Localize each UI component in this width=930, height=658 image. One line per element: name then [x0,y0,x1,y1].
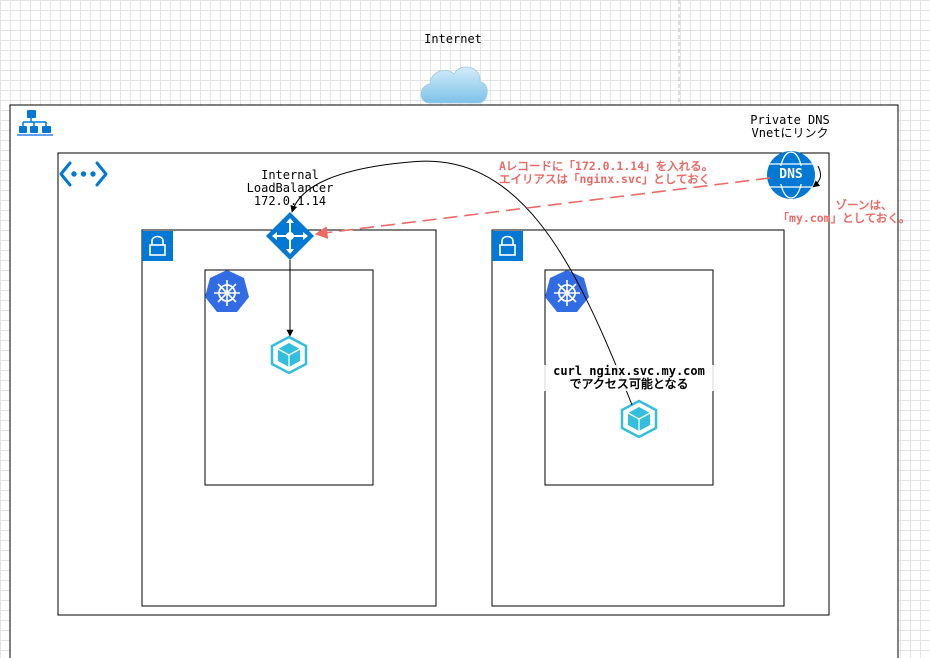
subnet-lock-icon [142,231,173,261]
curl-access-label-line2: でアクセス可能となる [569,377,689,391]
virtual-network-icon [59,161,108,187]
curl-access-label-line1: curl nginx.svc.my.com [553,364,705,378]
dns-zone-icon [767,151,815,199]
zone-annotation: ゾーンは、 「my.com」としておく。 [760,199,928,225]
internet-label: Internet [424,32,482,46]
private-dns-label-line2: Vnetにリンク [751,126,829,140]
load-balancer-icon [266,212,314,260]
a-record-annotation-line2: エイリアスは「nginx.svc」としておく [499,172,711,186]
curl-request-arrow [290,160,633,406]
subnet-lock-icon [492,231,523,261]
zone-pointer-arrow [812,165,822,188]
curl-access-label: curl nginx.svc.my.com でアクセス可能となる [543,365,715,391]
kubernetes-icon [205,270,249,312]
kubernetes-icon [545,270,589,312]
internal-lb-label: Internal LoadBalancer 172.0.1.14 [228,169,352,208]
internal-lb-label-line3: 172.0.1.14 [253,194,327,208]
a-record-annotation: Aレコードに「172.0.1.14」を入れる。 エイリアスは「nginx.svc… [499,160,713,186]
cloud-icon [420,66,488,104]
a-record-annotation-line1: Aレコードに「172.0.1.14」を入れる。 [499,159,714,173]
container-instance-icon [620,399,658,439]
management-group-icon [17,110,53,136]
internal-lb-label-line1: Internal [261,168,319,182]
private-dns-label-line1: Private DNS [750,113,830,127]
internal-lb-label-line2: LoadBalancer [246,181,334,195]
zone-annotation-line2: 「my.com」としておく。 [777,211,911,225]
dns-icon-text: DNS [779,167,803,182]
container-instance-icon [270,335,308,375]
private-dns-label: Private DNS Vnetにリンク [735,114,845,140]
a-record-dashed-arrow [314,177,771,239]
zone-annotation-line1: ゾーンは、 [835,198,893,212]
